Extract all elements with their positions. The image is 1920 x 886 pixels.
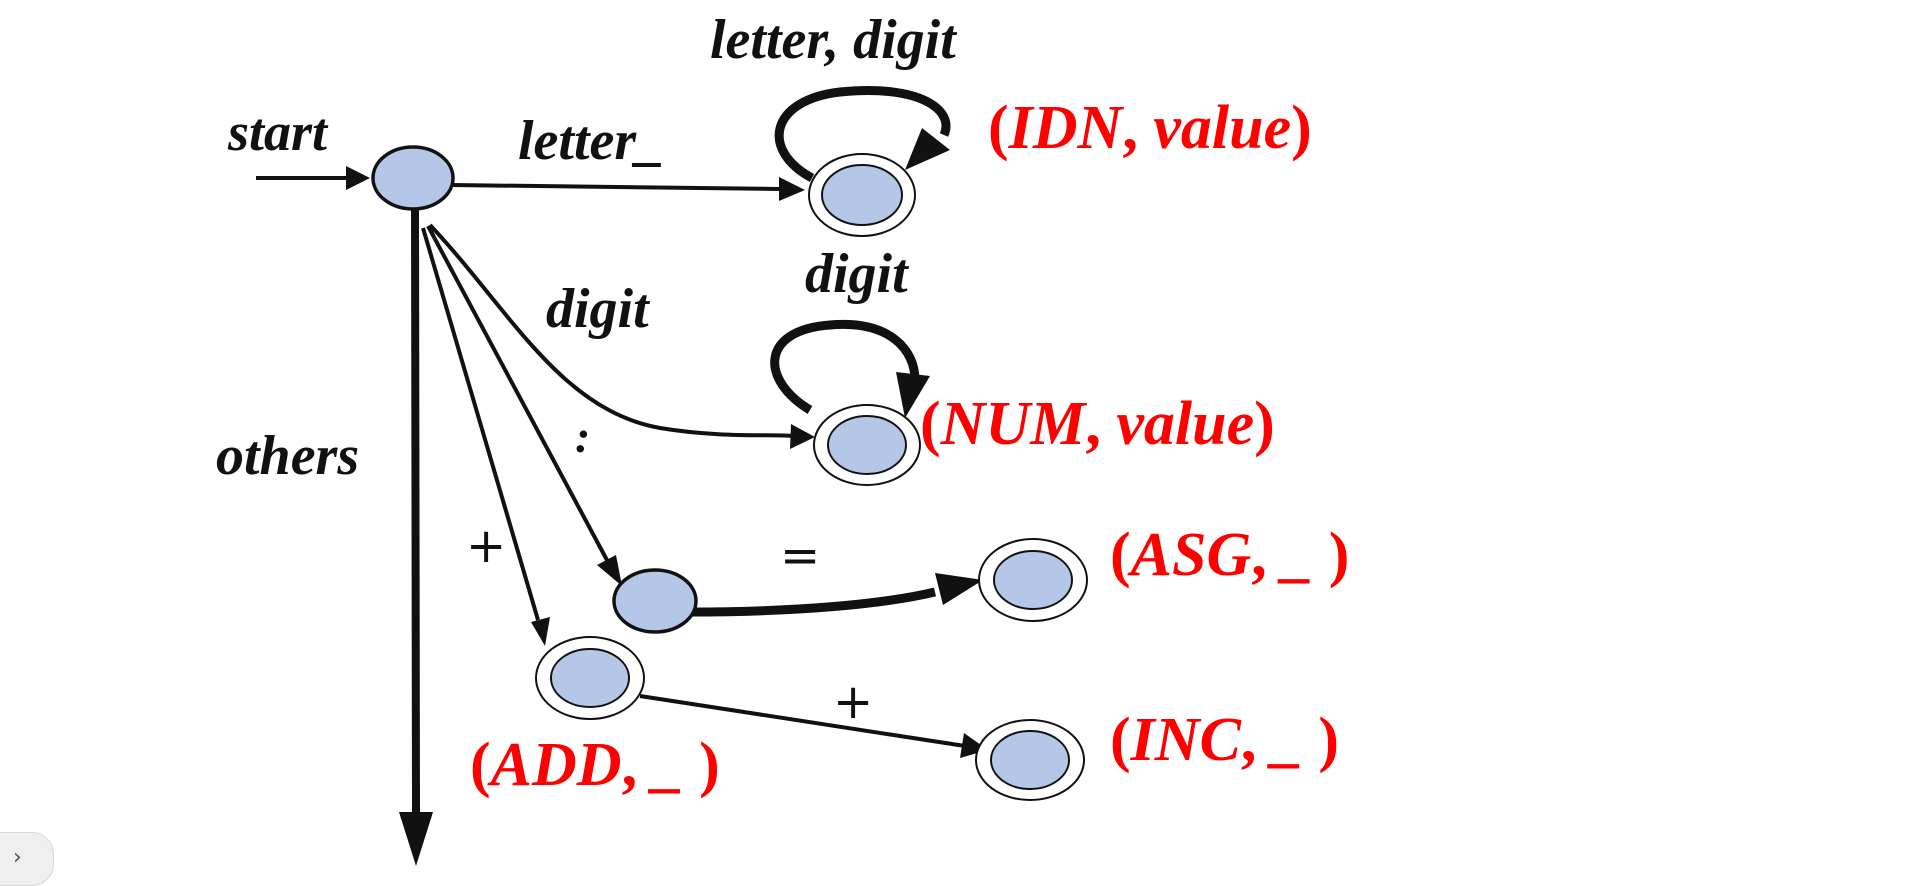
add-accept-state bbox=[535, 636, 645, 720]
equals-label: = bbox=[780, 528, 820, 584]
idn-accept-state bbox=[808, 153, 916, 237]
start-arrow bbox=[256, 166, 370, 190]
letter-digit-loop-label: letter, digit bbox=[710, 9, 957, 71]
dfa-diagram: start letter_ letter, digit digit digit … bbox=[216, 9, 1349, 866]
digit-label: digit bbox=[546, 278, 650, 340]
edge-digit bbox=[428, 223, 815, 449]
loop-num bbox=[770, 319, 930, 418]
edge-colon bbox=[426, 225, 622, 586]
edge-others bbox=[399, 207, 433, 866]
asg-accept-state bbox=[978, 538, 1088, 622]
start-label: start bbox=[227, 102, 329, 162]
plus-left-label: + bbox=[466, 518, 506, 574]
output-asg: (ASG, _ ) bbox=[1110, 521, 1349, 589]
edge-equals bbox=[689, 573, 983, 617]
colon-label: : bbox=[575, 411, 590, 462]
chevron-right-icon: › bbox=[13, 845, 22, 870]
num-accept-state bbox=[813, 404, 921, 486]
plus-right-label: + bbox=[833, 674, 873, 730]
loop-idn bbox=[774, 86, 951, 182]
intermediate-state bbox=[612, 568, 698, 634]
edge-plus-left bbox=[421, 227, 550, 646]
inc-accept-state bbox=[975, 719, 1085, 801]
letter-underscore-label: letter_ bbox=[518, 110, 664, 172]
digit-loop-label: digit bbox=[805, 243, 909, 305]
edge-letter bbox=[451, 177, 805, 201]
output-inc: (INC, _ ) bbox=[1110, 706, 1339, 774]
others-label: others bbox=[216, 425, 359, 487]
start-state bbox=[371, 145, 455, 211]
output-idn: (IDN, value) bbox=[988, 94, 1312, 162]
side-panel-toggle-button[interactable]: › bbox=[0, 832, 54, 886]
output-num: (NUM, value) bbox=[920, 390, 1275, 458]
output-add: (ADD, _ ) bbox=[470, 731, 720, 799]
